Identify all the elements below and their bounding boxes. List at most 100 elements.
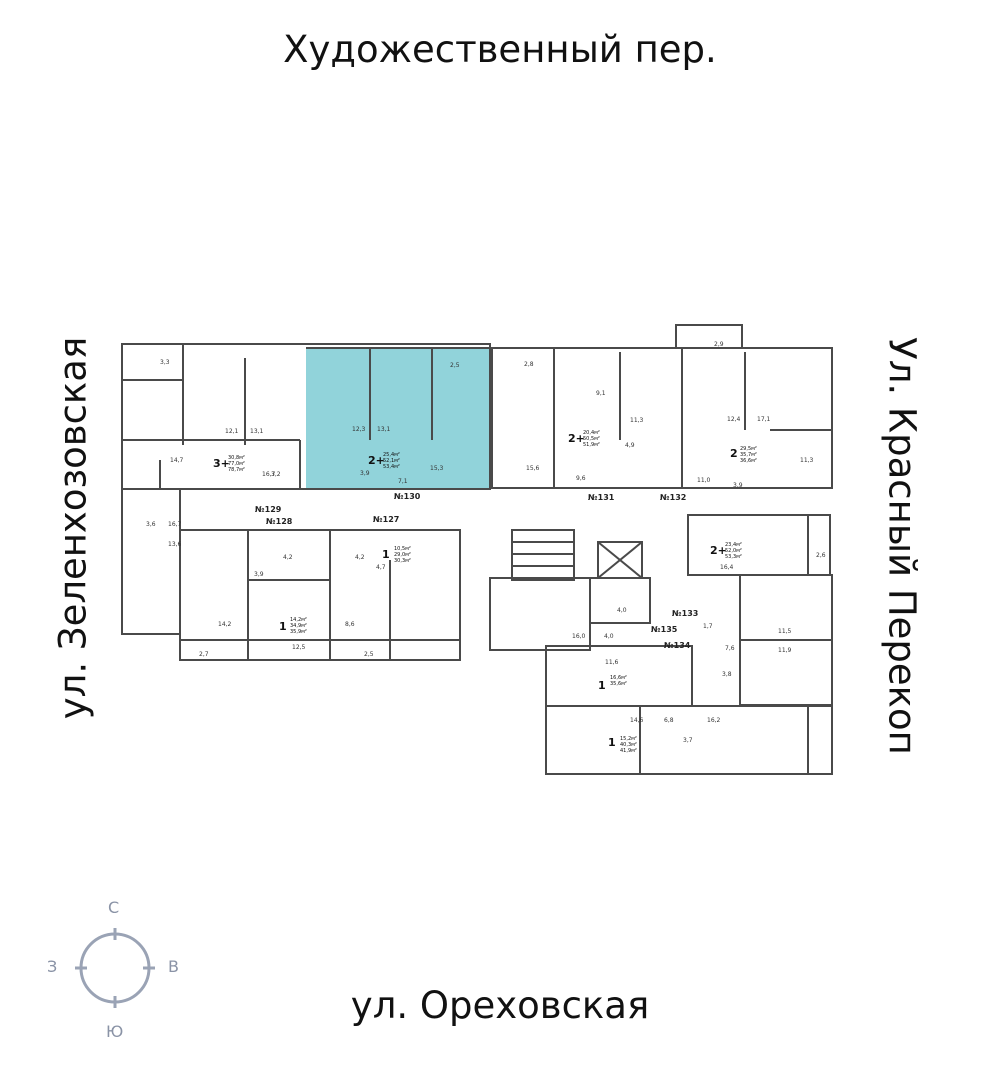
room-area: 17,1 (757, 416, 771, 423)
room-area: 7,6 (725, 645, 735, 652)
room-area: 11,9 (778, 647, 792, 654)
apartment-summary: 1 14,2м² 34,9м² 35,9м² (279, 617, 307, 635)
svg-text:1: 1 (598, 679, 606, 692)
svg-text:35,7м²: 35,7м² (740, 452, 757, 458)
apartment-summary: 1 15,2м² 40,3м² 41,9м² (608, 736, 637, 754)
apartment-number: №131 (588, 493, 615, 502)
room-area: 7,1 (398, 478, 408, 485)
apartment-summary: 1 10,5м² 29,0м² 30,3м² (382, 546, 411, 564)
svg-text:52,0м²: 52,0м² (725, 548, 742, 554)
svg-text:52,1м²: 52,1м² (383, 458, 400, 464)
svg-text:53,4м²: 53,4м² (383, 464, 400, 470)
svg-text:25,4м²: 25,4м² (383, 452, 400, 458)
room-area: 4,2 (355, 554, 365, 561)
room-area: 3,9 (254, 571, 264, 578)
room-area: 4,7 (376, 564, 386, 571)
room-area: 3,9 (733, 482, 743, 489)
apartment-number: №133 (672, 609, 698, 618)
room-area: 2,6 (816, 552, 826, 559)
room-area: 14,6 (630, 717, 644, 724)
room-area: 2,8 (524, 361, 534, 368)
svg-text:10,5м²: 10,5м² (394, 546, 411, 552)
svg-text:36,6м²: 36,6м² (740, 458, 757, 464)
room-area: 4,0 (617, 607, 627, 614)
apartment-summary: 2+ 23,4м² 52,0м² 53,3м² (710, 542, 742, 560)
svg-text:29,5м²: 29,5м² (740, 446, 757, 452)
room-area: 11,6 (605, 659, 619, 666)
svg-text:2: 2 (730, 447, 738, 460)
room-area: 14,7 (170, 457, 184, 464)
svg-text:41,9м²: 41,9м² (620, 748, 637, 754)
apartment-number: №128 (266, 517, 293, 526)
svg-text:14,2м²: 14,2м² (290, 617, 307, 623)
room-area: 13,6 (168, 541, 182, 548)
room-area: 2,5 (450, 362, 460, 369)
svg-text:53,3м²: 53,3м² (725, 554, 742, 560)
room-area: 12,1 (225, 428, 239, 435)
room-area: 13,1 (250, 428, 264, 435)
room-area: 3,6 (146, 521, 156, 528)
apartment-number: №127 (373, 515, 399, 524)
room-area: 12,5 (292, 644, 306, 651)
svg-text:20,4м²: 20,4м² (583, 430, 600, 436)
svg-text:35,6м²: 35,6м² (610, 681, 627, 687)
svg-text:30,8м²: 30,8м² (228, 455, 245, 461)
room-area: 9,1 (596, 390, 606, 397)
room-area: 16,7 (168, 521, 182, 528)
room-area: 16,7 (262, 471, 276, 478)
room-area: 3,8 (722, 671, 732, 678)
compass-ring (79, 932, 151, 1004)
svg-text:78,7м²: 78,7м² (228, 467, 245, 473)
apartment-summary: 3+ 30,8м² 77,0м² 78,7м² (213, 455, 245, 473)
svg-text:40,3м²: 40,3м² (620, 742, 637, 748)
room-area: 11,0 (697, 477, 711, 484)
svg-text:29,0м²: 29,0м² (394, 552, 411, 558)
apartment-summary-highlighted: 2+ 25,4м² 52,1м² 53,4м² (368, 452, 400, 470)
svg-text:3+: 3+ (213, 457, 230, 470)
room-area: 8,6 (345, 621, 355, 628)
room-area: 4,0 (604, 633, 614, 640)
svg-text:2+: 2+ (568, 432, 585, 445)
apartment-number: №135 (651, 625, 678, 634)
apartment-number: №134 (664, 641, 691, 650)
room-area: 11,5 (778, 628, 792, 635)
room-area: 2,9 (714, 341, 724, 348)
svg-text:15,2м²: 15,2м² (620, 736, 637, 742)
svg-text:77,0м²: 77,0м² (228, 461, 245, 467)
room-area: 4,9 (625, 442, 635, 449)
compass-west-label: З (47, 957, 58, 976)
room-area: 1,7 (703, 623, 713, 630)
room-area: 16,2 (707, 717, 721, 724)
apartment-summaries: 3+ 30,8м² 77,0м² 78,7м² 2+ 25,4м² 52,1м²… (213, 430, 757, 754)
apartment-summary: 2+ 20,4м² 50,5м² 51,9м² (568, 430, 600, 448)
room-area: 2,7 (199, 651, 209, 658)
svg-text:16,6м²: 16,6м² (610, 675, 627, 681)
svg-text:50,5м²: 50,5м² (583, 436, 600, 442)
apartment-number: №130 (394, 492, 421, 501)
room-area: 3,2 (271, 471, 281, 478)
apartment-summary: 2 29,5м² 35,7м² 36,6м² (730, 446, 757, 464)
compass-north-label: С (108, 898, 120, 917)
room-area: 11,3 (630, 417, 644, 424)
room-area: 4,2 (283, 554, 293, 561)
svg-text:1: 1 (279, 620, 287, 633)
room-area: 6,8 (664, 717, 674, 724)
room-area: 12,4 (727, 416, 741, 423)
room-area: 9,6 (576, 475, 586, 482)
svg-text:2+: 2+ (710, 544, 727, 557)
compass (75, 928, 155, 1008)
room-area: 16,4 (720, 564, 734, 571)
room-area: 15,3 (430, 465, 444, 472)
room-area: 15,6 (526, 465, 540, 472)
room-area: 16,0 (572, 633, 586, 640)
svg-text:23,4м²: 23,4м² (725, 542, 742, 548)
highlighted-apartment[interactable] (306, 348, 492, 488)
compass-south-label: Ю (106, 1022, 124, 1041)
room-area: 3,3 (160, 359, 170, 366)
room-area: 14,2 (218, 621, 232, 628)
svg-text:1: 1 (382, 548, 390, 561)
compass-east-label: В (168, 957, 179, 976)
room-area: 2,5 (364, 651, 374, 658)
apartment-number: №129 (255, 505, 282, 514)
